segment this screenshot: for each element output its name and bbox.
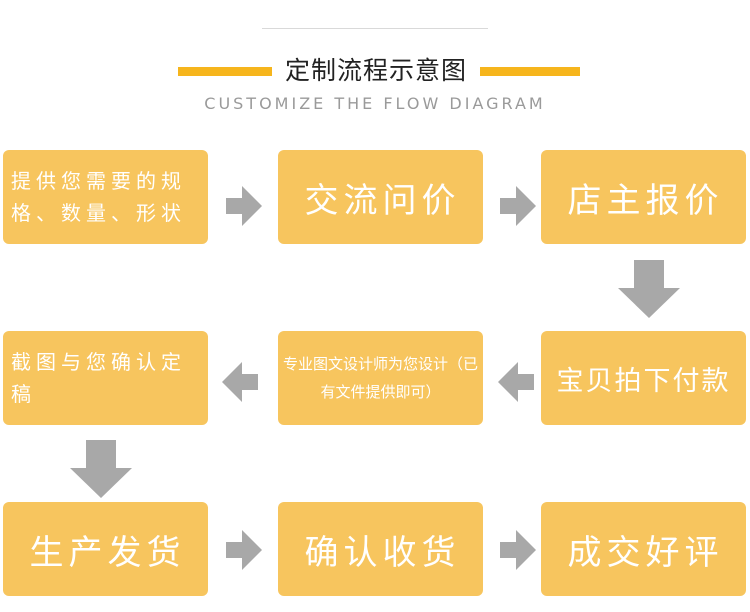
page-subtitle: CUSTOMIZE THE FLOW DIAGRAM [204,94,546,113]
arrow-right-icon [226,530,262,570]
step-label: 店主报价 [567,180,724,221]
step-owner-quote: 店主报价 [541,150,746,244]
title-bar-right [480,67,580,76]
step-label: 确认收货 [304,532,461,573]
arrow-left-icon [498,362,534,402]
step-label: 截图与您确认定稿 [11,350,186,406]
title-bar-left [178,67,272,76]
arrow-down-icon [70,440,132,498]
page-title: 定制流程示意图 [284,56,467,85]
arrow-right-icon [500,186,536,226]
step-good-review: 成交好评 [541,502,746,596]
step-place-order: 宝贝拍下付款 [541,331,746,425]
arrow-left-icon [222,362,258,402]
arrow-down-icon [618,260,680,318]
step-inquire-price: 交流问价 [278,150,483,244]
step-designer: 专业图文设计师为您设计（已有文件提供即可） [278,331,483,425]
step-label: 生产发货 [29,532,186,573]
step-label: 成交好评 [567,532,724,573]
step-provide-specs: 提供您需要的规格、数量、形状 [3,150,208,244]
step-confirm-draft: 截图与您确认定稿 [3,331,208,425]
step-label: 交流问价 [304,180,461,221]
step-label: 专业图文设计师为您设计（已有文件提供即可） [282,355,478,401]
step-confirm-receipt: 确认收货 [278,502,483,596]
step-ship: 生产发货 [3,502,208,596]
arrow-right-icon [500,530,536,570]
arrow-right-icon [226,186,262,226]
step-label: 宝贝拍下付款 [556,365,731,397]
header-divider [262,28,488,29]
step-label: 提供您需要的规格、数量、形状 [11,169,186,225]
